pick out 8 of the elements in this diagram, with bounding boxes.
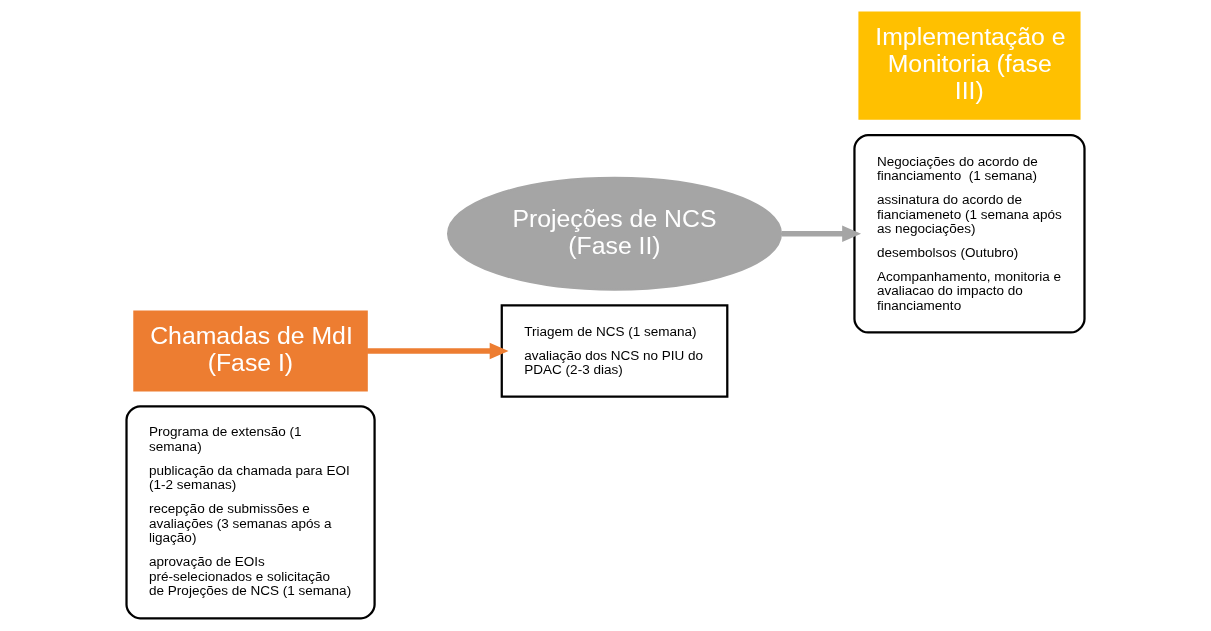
node-box: Triagem de NCS (1 semana) avaliação dos NCS no PIU do PDAC (2-3 dias): [500, 304, 729, 398]
node-box: Chamadas de MdI (Fase I): [133, 310, 368, 392]
node-ellipse: Projeções de NCS (Fase II): [447, 176, 783, 291]
node-box: Implementação e Monitoria (fase III): [858, 11, 1081, 120]
arrow: [781, 225, 862, 242]
node-box: Programa de extensão (1 semana) publicação da chamada para EOI (1-2 semanas) recepção de submissões e avaliações (3 semanas após a ligação) aprovação de EOIs pré-selecionados e solicitação de Projeções de NCS (1 semana): [125, 405, 376, 620]
arrow: [367, 342, 509, 360]
node-box: Negociações do acordo de financiamento (1 semana) assinatura do acordo de fianciameneto (1 semana após as negociações) desembolsos (Outubro) Acompanhamento, monitoria e avaliacao do impacto do financiamento: [853, 133, 1086, 334]
